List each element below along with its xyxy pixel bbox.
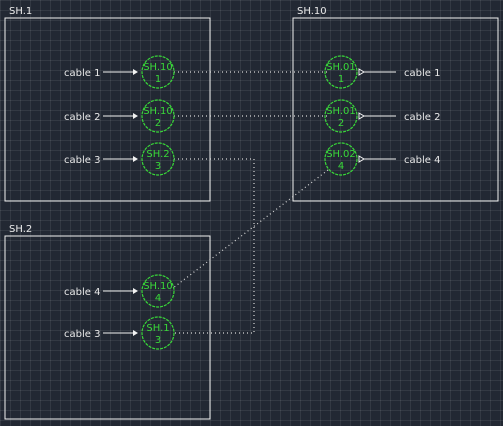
connector-ref-c7: SH.10 <box>143 281 173 292</box>
port-c2[interactable]: cable 2 SH.10 2 <box>64 99 175 133</box>
cable-label-c3: cable 3 <box>64 155 100 166</box>
arrow-c3 <box>133 156 138 162</box>
off-page-links <box>172 71 329 334</box>
sheet-frame-sh2[interactable] <box>4 235 211 420</box>
arrow-c4 <box>358 68 365 76</box>
connector-circle-c6[interactable] <box>324 142 358 176</box>
cable-label-c8: cable 3 <box>64 329 100 340</box>
connector-ref-c2: SH.10 <box>143 106 173 117</box>
connector-circle-c8[interactable] <box>141 316 175 350</box>
connector-ref-c1: SH.10 <box>143 62 173 73</box>
connector-ref-c6: SH.02 <box>326 149 356 160</box>
port-c3[interactable]: cable 3 SH.2 3 <box>64 142 175 176</box>
connector-num-c4: 1 <box>338 74 344 85</box>
connector-circle-c4[interactable] <box>324 55 358 89</box>
connector-num-c5: 2 <box>338 118 344 129</box>
cable-label-c2: cable 2 <box>64 112 100 123</box>
arrow-c6 <box>358 155 365 163</box>
connector-circle-c2[interactable] <box>141 99 175 133</box>
cable-label-c4: cable 1 <box>404 68 440 79</box>
port-c4[interactable]: SH.01 1 cable 1 <box>324 55 440 89</box>
connector-circle-c5[interactable] <box>324 99 358 133</box>
connector-num-c1: 1 <box>155 74 161 85</box>
sheet-frame-sh1[interactable] <box>4 17 211 202</box>
link-cable-4 <box>172 169 329 289</box>
arrow-c1 <box>133 69 138 75</box>
cable-label-c6: cable 4 <box>404 155 440 166</box>
connector-num-c6: 4 <box>338 161 344 172</box>
sheet-frame-sh10[interactable] <box>292 17 499 202</box>
link-cable-3 <box>174 158 255 334</box>
port-c8[interactable]: cable 3 SH.1 3 <box>64 316 175 350</box>
arrow-c8 <box>133 330 138 336</box>
connector-circle-c3[interactable] <box>141 142 175 176</box>
connector-num-c7: 4 <box>155 293 161 304</box>
connector-ref-c8: SH.1 <box>146 323 169 334</box>
sheet-title-sh2: SH.2 <box>9 224 32 235</box>
port-c6[interactable]: SH.02 4 cable 4 <box>324 142 440 176</box>
connector-circle-c7[interactable] <box>141 274 175 308</box>
connector-num-c8: 3 <box>155 335 161 346</box>
port-c1[interactable]: cable 1 SH.10 1 <box>64 55 175 89</box>
connector-num-c3: 3 <box>155 161 161 172</box>
connector-num-c2: 2 <box>155 118 161 129</box>
cable-label-c7: cable 4 <box>64 287 100 298</box>
connector-circle-c1[interactable] <box>141 55 175 89</box>
connector-ref-c4: SH.01 <box>326 62 356 73</box>
port-c5[interactable]: SH.01 2 cable 2 <box>324 99 440 133</box>
arrow-c2 <box>133 113 138 119</box>
connector-ref-c5: SH.01 <box>326 106 356 117</box>
sheet-title-sh1: SH.1 <box>9 6 32 17</box>
cable-label-c1: cable 1 <box>64 68 100 79</box>
arrow-c7 <box>133 288 138 294</box>
sheet-title-sh10: SH.10 <box>297 6 327 17</box>
port-c7[interactable]: cable 4 SH.10 4 <box>64 274 175 308</box>
connector-ref-c3: SH.2 <box>146 149 169 160</box>
arrow-c5 <box>358 112 365 120</box>
cable-label-c5: cable 2 <box>404 112 440 123</box>
